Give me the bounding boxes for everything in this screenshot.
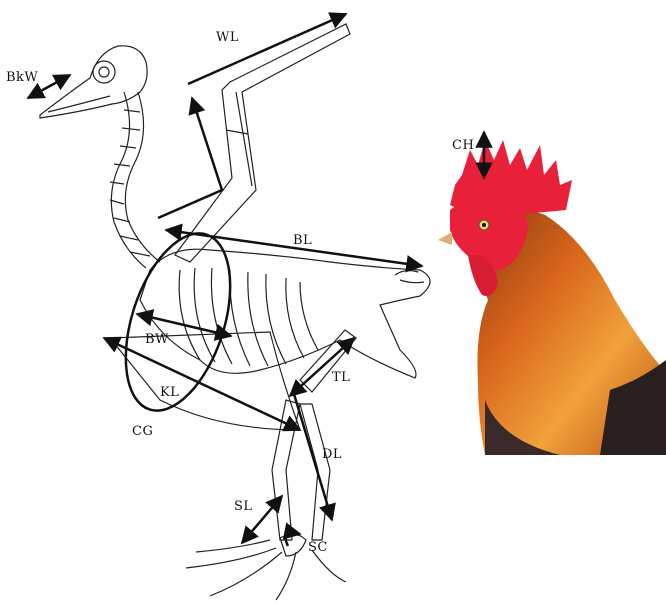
label-ch: CH [452, 138, 474, 153]
leg-bones [186, 330, 356, 600]
label-dl: DL [322, 447, 342, 462]
label-tl: TL [332, 370, 350, 385]
wing-bones [175, 24, 350, 262]
label-wl: WL [216, 30, 239, 45]
label-bl: BL [293, 233, 312, 248]
tl-arrow [290, 338, 354, 396]
label-sc: SC [308, 540, 328, 555]
neck-vertebrae [110, 92, 160, 268]
label-cg: CG [132, 424, 153, 439]
rooster-photo [438, 140, 666, 455]
label-bw: BW [145, 332, 169, 347]
wl-arrow-lower [158, 98, 222, 218]
ribcage [140, 249, 430, 378]
label-bkw: BkW [6, 70, 38, 85]
label-kl: KL [160, 385, 179, 400]
label-sl: SL [234, 499, 253, 514]
measurement-arrows [28, 14, 484, 546]
rooster-beak [438, 232, 452, 245]
